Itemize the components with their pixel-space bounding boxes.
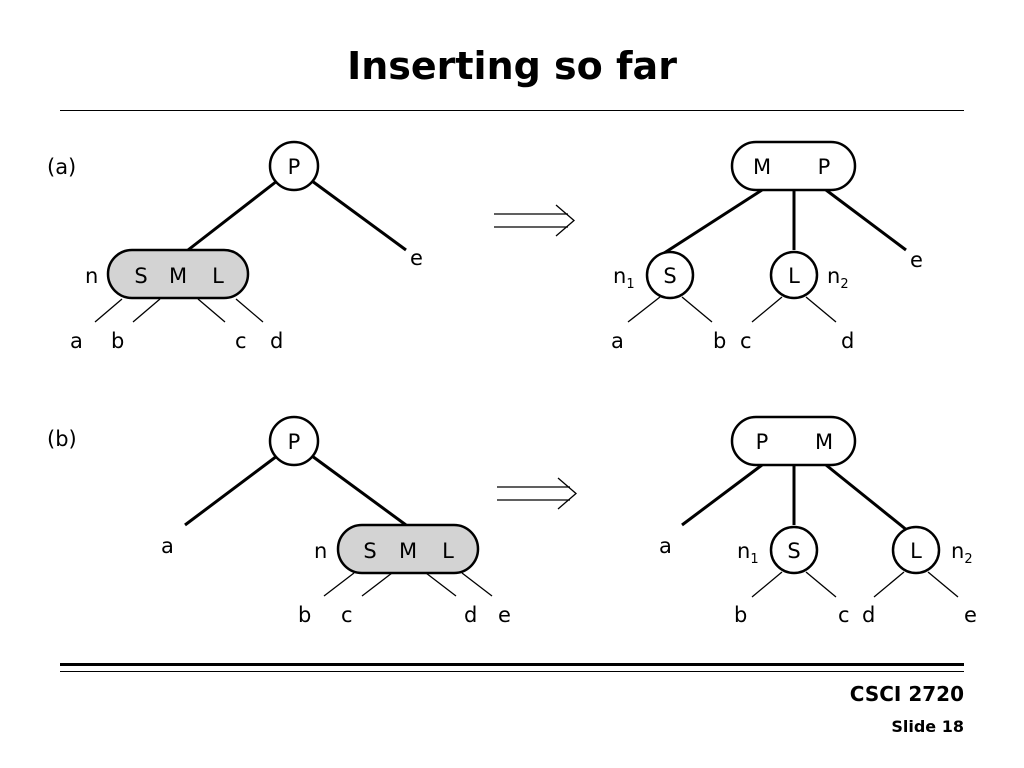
case-b-label: (b) (47, 427, 77, 451)
right-node-name: n2 (951, 539, 973, 567)
slide-title: Inserting so far (347, 44, 677, 88)
leaf-label-d: d (464, 603, 477, 627)
left-node-name: n1 (737, 539, 759, 567)
overfull-node (106, 248, 250, 300)
parent-key-m: M (815, 430, 833, 454)
left-node (645, 250, 695, 300)
leaf-label-e: e (964, 603, 977, 627)
child-edge (627, 296, 661, 323)
footer-divider-thin (60, 671, 964, 672)
child-edge (235, 298, 264, 323)
child-edge (751, 571, 783, 598)
title-divider (60, 110, 964, 111)
parent-node (268, 415, 320, 467)
leaf-label-b: b (298, 603, 311, 627)
leaf-label-c: c (838, 603, 850, 627)
sibling-label-a: a (161, 534, 174, 558)
left-node-name: n1 (613, 264, 635, 292)
leaf-label-c: c (341, 603, 353, 627)
case-a-before: P S M L n a b c d e (70, 140, 423, 353)
edge-parent-to-sibling (311, 179, 407, 252)
right-node-name: n2 (827, 264, 849, 292)
node-name-label: n (314, 539, 327, 563)
case-a-after: M P S L n1 n2 a b c d e (611, 140, 923, 353)
leaf-label-e: e (498, 603, 511, 627)
left-node (769, 525, 819, 575)
leaf-label-b: b (734, 603, 747, 627)
parent-node (730, 140, 857, 192)
parent-node (730, 415, 857, 467)
node-key-m: M (169, 264, 187, 288)
parent-key-p: P (818, 155, 831, 179)
child-edge (94, 298, 123, 323)
child-edge (461, 572, 493, 597)
child-edge (197, 298, 226, 323)
node-key-m: M (399, 539, 417, 563)
slide-number: Slide 18 (891, 717, 964, 736)
right-node-key: L (910, 539, 922, 563)
node-key-s: S (134, 264, 147, 288)
leaf-label-b: b (111, 329, 124, 353)
child-edge (361, 572, 393, 597)
right-node (891, 525, 941, 575)
parent-node (268, 140, 320, 192)
edge-to-right-node (825, 463, 909, 533)
case-b: (b) P S M L n b c d e a (47, 415, 977, 627)
leaf-label-c: c (235, 329, 247, 353)
parent-key: P (288, 430, 301, 454)
child-edge (927, 571, 959, 598)
double-right-arrow-icon (497, 477, 577, 510)
leaf-label-b: b (713, 329, 726, 353)
child-edge (805, 571, 837, 598)
left-node-key: S (663, 264, 676, 288)
right-node-key: L (788, 264, 800, 288)
sibling-label-e: e (410, 246, 423, 270)
sibling-label-e: e (910, 248, 923, 272)
child-edge (681, 296, 713, 323)
edge-to-left-node (657, 188, 763, 259)
child-edge (805, 296, 837, 323)
node-key-s: S (363, 539, 376, 563)
leaf-label-d: d (270, 329, 283, 353)
node-key-l: L (212, 264, 224, 288)
edge-parent-to-node (311, 454, 407, 527)
right-node (769, 250, 819, 300)
left-node-key: S (787, 539, 800, 563)
course-name: CSCI 2720 (849, 682, 964, 706)
case-a-label: (a) (47, 155, 76, 179)
child-edge (751, 296, 783, 323)
leaf-label-d: d (862, 603, 875, 627)
leaf-label-a: a (611, 329, 624, 353)
parent-key-p: P (756, 430, 769, 454)
edge-parent-to-sibling (184, 454, 278, 527)
overfull-node (336, 523, 480, 575)
sibling-label-a: a (659, 534, 672, 558)
edge-parent-to-node (187, 179, 278, 252)
leaf-label-a: a (70, 329, 83, 353)
double-right-arrow-icon (494, 204, 575, 237)
case-b-after: P M S L n1 n2 b c d e a (659, 415, 977, 627)
leaf-label-d: d (841, 329, 854, 353)
node-key-l: L (442, 539, 454, 563)
child-edge (323, 572, 355, 597)
node-name-label: n (85, 264, 98, 288)
parent-key: P (288, 155, 301, 179)
parent-key-m: M (753, 155, 771, 179)
child-edge (425, 572, 457, 597)
child-edge (132, 298, 161, 323)
child-edge (873, 571, 905, 598)
edge-to-sibling (681, 463, 763, 527)
leaf-label-c: c (740, 329, 752, 353)
case-a: (a) P S M L n a b c d e (47, 140, 923, 353)
case-b-before: P S M L n b c d e a (161, 415, 511, 627)
edge-to-sibling (825, 188, 907, 252)
footer-divider-thick (60, 663, 964, 666)
